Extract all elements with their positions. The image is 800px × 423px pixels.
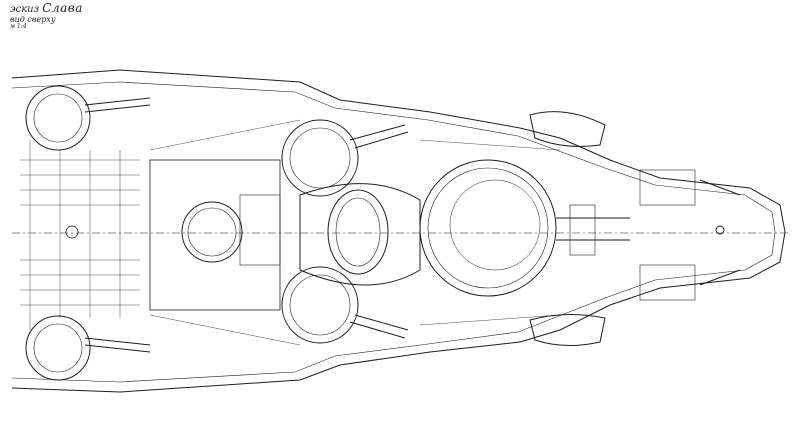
caption-line-title: эскиз Слава	[10, 2, 83, 16]
deck-detail-lines	[20, 119, 561, 346]
boat-lower	[529, 313, 606, 347]
superstructure-aft	[149, 159, 281, 311]
caption-line-view: вид сверху	[10, 14, 56, 24]
wing-turret-upper	[281, 119, 409, 197]
aft-turret-port	[25, 85, 151, 151]
caption-line-scale: м 1:4	[10, 22, 27, 30]
hull-inner-line	[11, 81, 776, 383]
funnel-casing	[239, 194, 281, 266]
caption-prefix: эскиз	[10, 4, 40, 15]
boat-upper	[529, 111, 606, 147]
bow-anchor-gear	[639, 169, 741, 301]
hull-outline	[11, 69, 786, 393]
ship-name: Слава	[42, 1, 83, 15]
aft-turret-starboard	[25, 315, 151, 381]
funnel-aft	[181, 201, 243, 263]
wing-turret-lower	[281, 266, 409, 344]
handwritten-caption: эскиз Слава вид сверху м 1:4	[10, 2, 83, 30]
forward-main-turret	[419, 159, 630, 297]
conning-tower	[299, 183, 421, 286]
